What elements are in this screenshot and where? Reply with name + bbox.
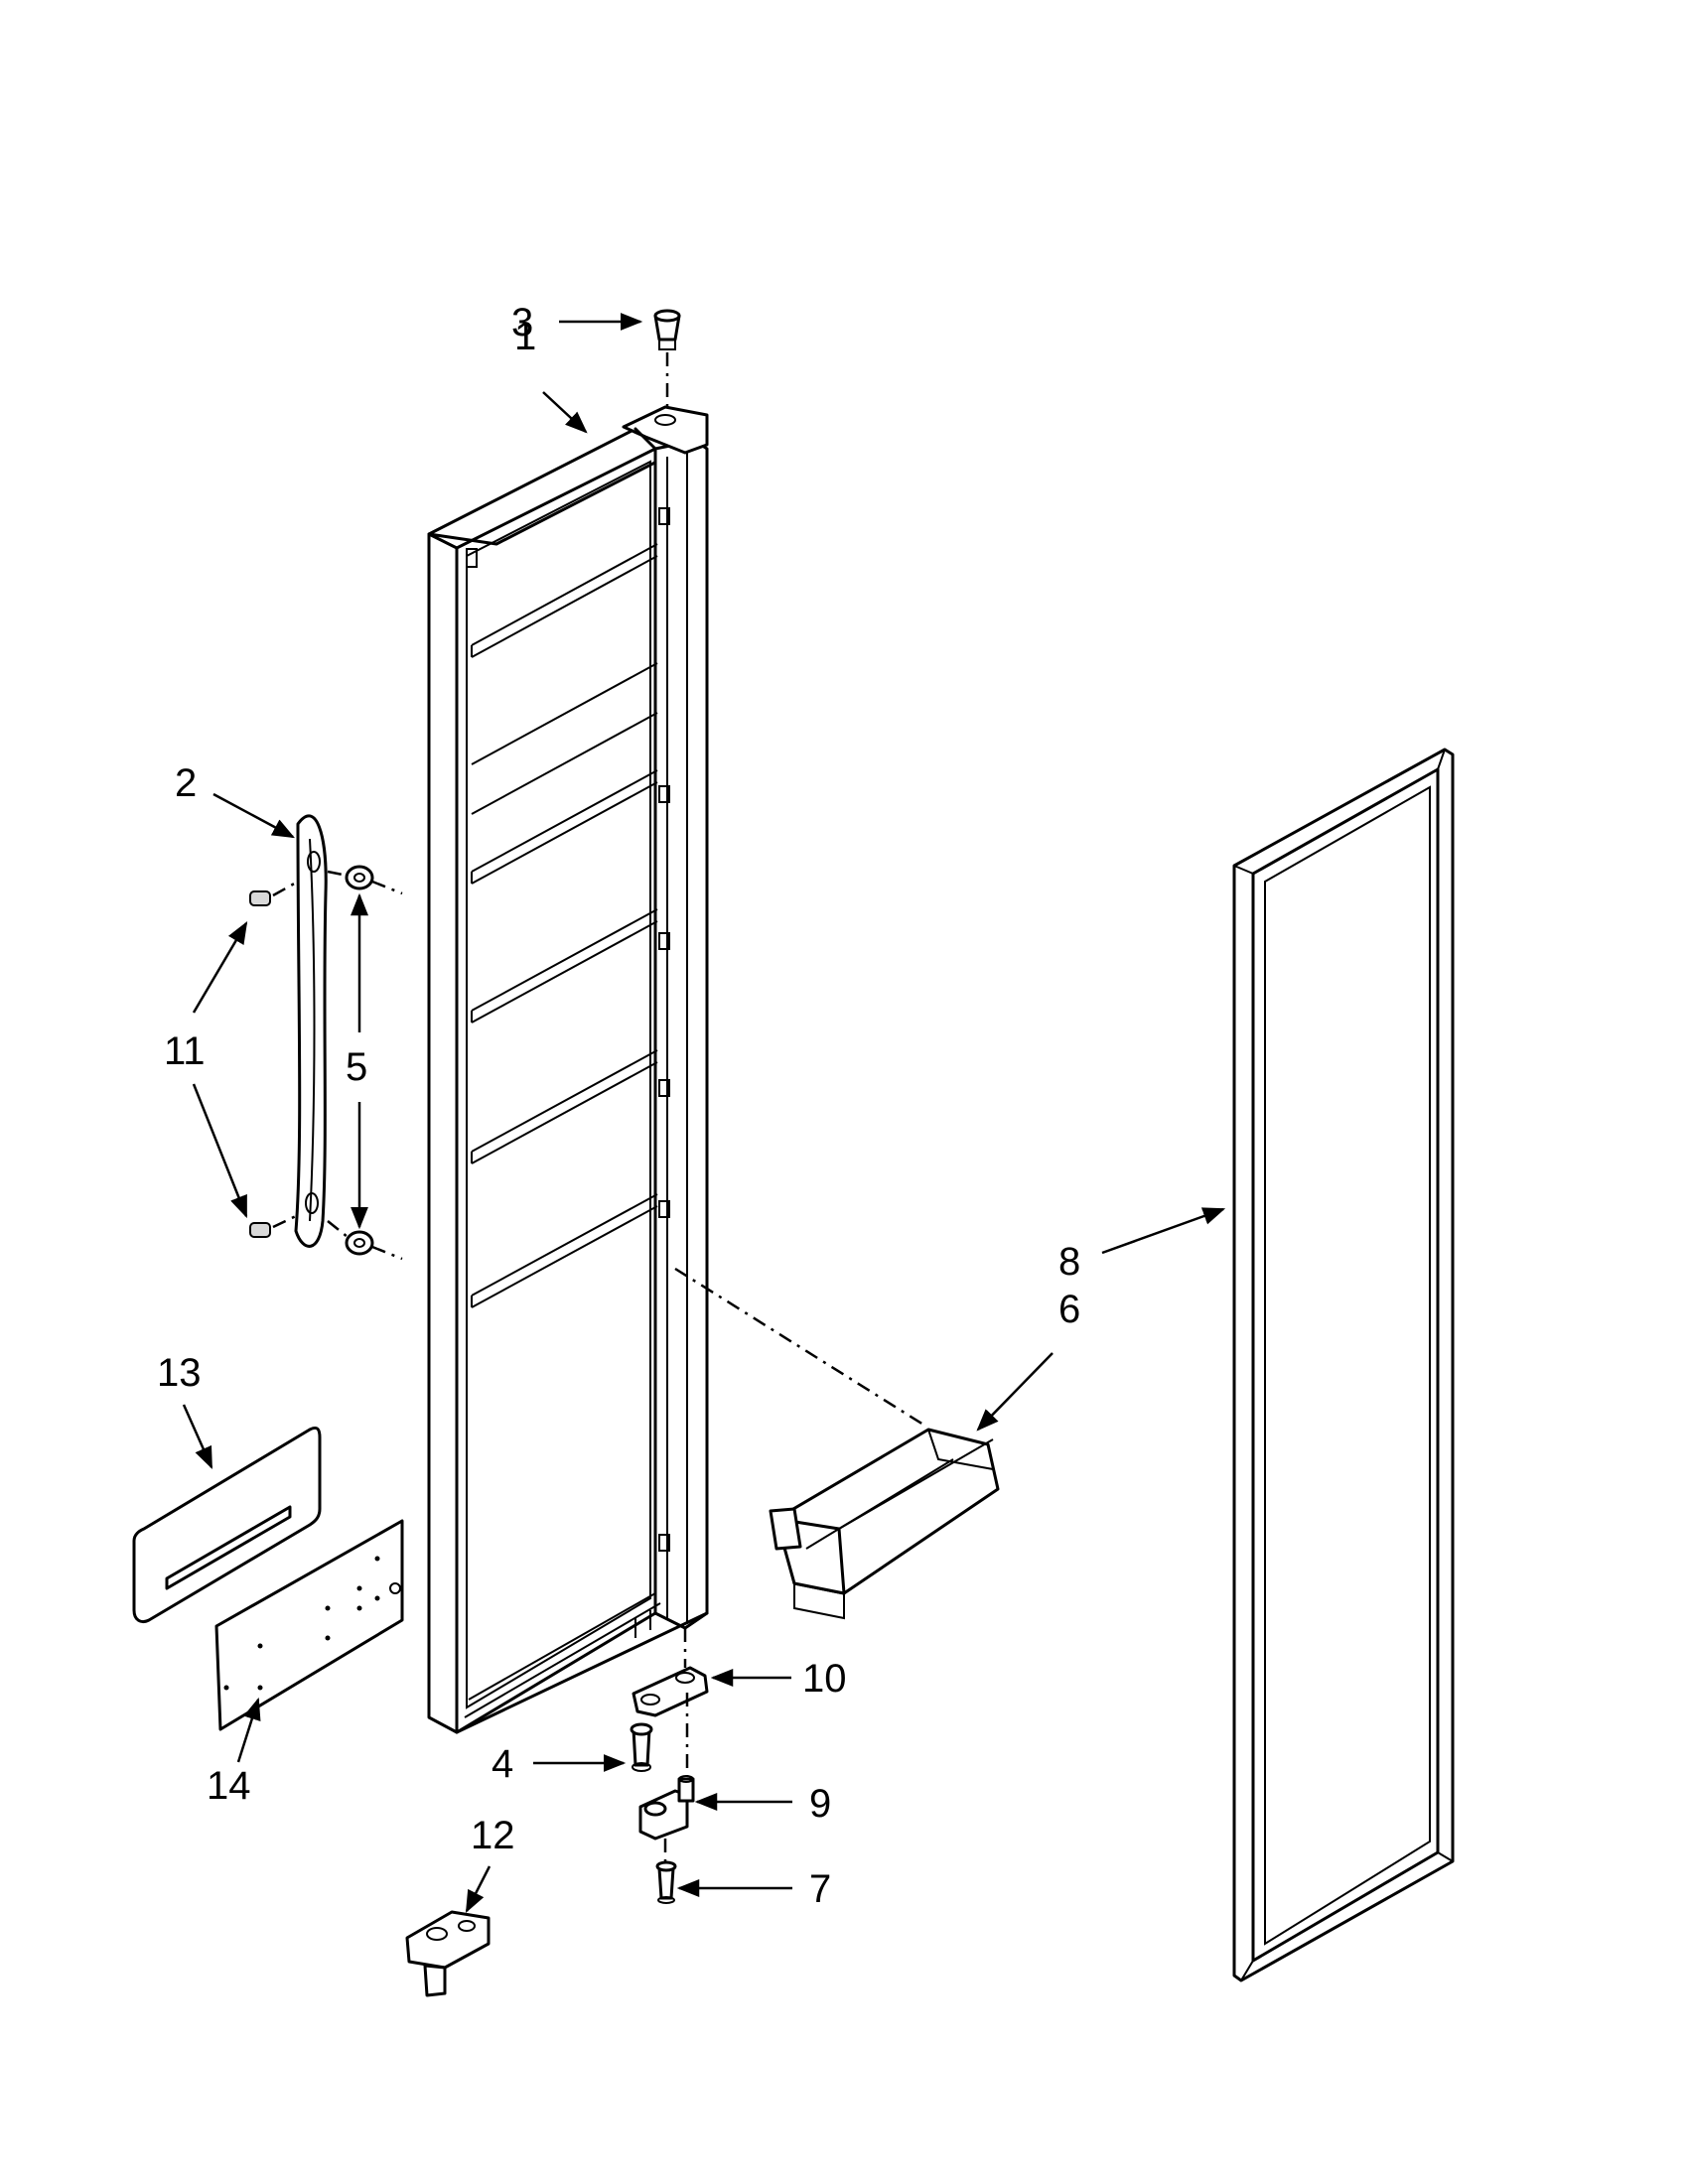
hinge-bracket-icon (405, 1910, 491, 1997)
callout-6: 6 (1058, 1288, 1080, 1331)
leader-lines (182, 313, 1226, 1914)
screw-icon (630, 1722, 677, 1904)
callout-13: 13 (157, 1351, 202, 1395)
hinge-pin-cap-icon (653, 309, 681, 350)
hinge-icon (632, 1666, 709, 1841)
door-bin-icon (769, 1428, 1000, 1620)
backing-plate-icon (214, 1519, 404, 1731)
callout-14: 14 (207, 1764, 251, 1808)
callout-8: 8 (1058, 1240, 1080, 1284)
callout-3: 3 (511, 301, 533, 344)
callout-4: 4 (492, 1742, 513, 1786)
callout-12: 12 (471, 1814, 515, 1857)
screw-icon (249, 890, 271, 1238)
callout-labels: 1 2 3 4 5 6 7 8 9 10 11 12 13 14 (157, 301, 1080, 1911)
door-handle-icon (294, 814, 328, 1248)
door-gasket-icon (1232, 748, 1455, 1982)
callout-2: 2 (175, 761, 197, 805)
callout-1: 1 (514, 315, 536, 358)
callout-9: 9 (809, 1782, 831, 1826)
callout-10: 10 (802, 1657, 847, 1701)
callout-11: 11 (164, 1029, 206, 1073)
standoff-icon (345, 865, 374, 1256)
refrigerator-door-icon (427, 405, 709, 1734)
callout-7: 7 (809, 1867, 831, 1911)
trim-plate-icon (132, 1426, 322, 1624)
callout-5: 5 (346, 1045, 367, 1089)
